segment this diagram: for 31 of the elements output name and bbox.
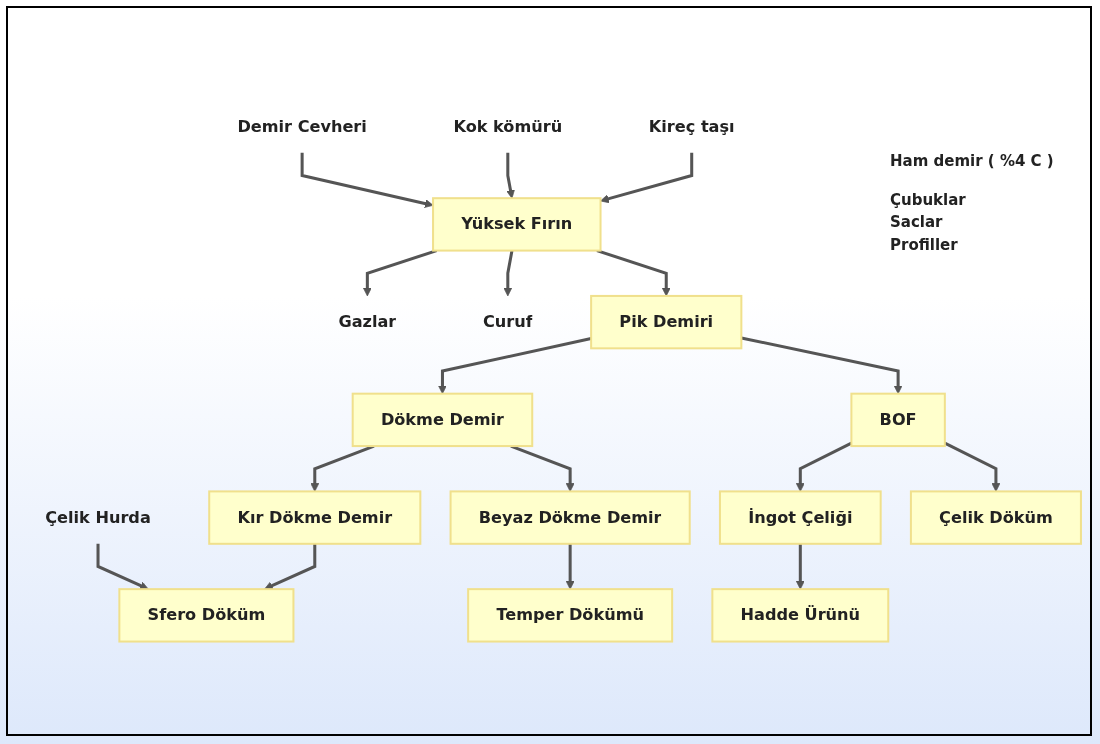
node-box: Temper Dökümü	[467, 588, 674, 643]
node-box: Yüksek Fırın	[432, 197, 602, 252]
arrow	[600, 152, 694, 204]
node-text: Curuf	[482, 312, 533, 332]
node-box: Sfero Döküm	[118, 588, 295, 643]
list-item-text: Çubuklar	[890, 189, 966, 211]
node-box: Dökme Demir	[351, 392, 534, 448]
node-box: Pik Demiri	[590, 294, 743, 350]
arrow	[565, 543, 575, 590]
arrow	[264, 543, 317, 590]
arrow	[503, 250, 514, 297]
list-item-text: Profiller	[890, 234, 958, 256]
node-text: Çelik Hurda	[45, 507, 151, 527]
node-box: Kır Dökme Demir	[208, 490, 422, 545]
node-box: Beyaz Dökme Demir	[449, 490, 691, 545]
arrow	[506, 152, 515, 199]
arrow	[300, 152, 434, 208]
arrow	[944, 441, 1001, 492]
arrow	[795, 543, 805, 590]
node-box: İngot Çeliği	[718, 490, 882, 545]
node-box: Çelik Döküm	[909, 490, 1082, 545]
arrow	[96, 543, 149, 590]
node-text: Kireç taşı	[648, 116, 735, 136]
node-text: Kok kömürü	[453, 116, 563, 136]
arrow	[362, 249, 438, 297]
node-text: Demir Cevheri	[237, 116, 367, 136]
note-text: Ham demir ( %4 C )	[890, 151, 1054, 172]
node-text: Gazlar	[338, 312, 397, 332]
node-box: Hadde Ürünü	[711, 588, 890, 643]
node-box: BOF	[850, 392, 946, 448]
list-item-text: Saclar	[890, 212, 943, 233]
